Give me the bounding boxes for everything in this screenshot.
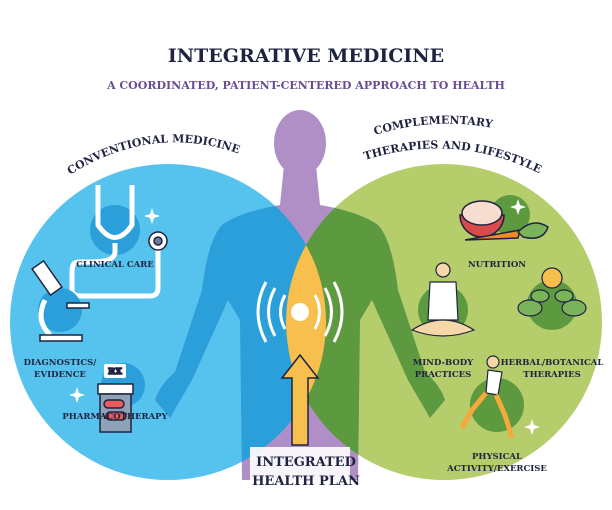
microscope-icon: [31, 259, 90, 342]
meditation-icon: [410, 262, 476, 337]
evidence-label: EVIDENCE: [34, 370, 86, 380]
herb-flower-icon: [517, 267, 587, 330]
physical-label: PHYSICAL: [472, 452, 522, 462]
activity-exercise-label: ACTIVITY/EXERCISE: [446, 464, 547, 474]
page-title: INTEGRATIVE MEDICINE: [168, 45, 444, 67]
integration-glow-icon: [256, 281, 344, 343]
runner-icon: [459, 355, 524, 439]
sparkle-icon: [69, 208, 160, 403]
diagnostics-label: DIAGNOSTICS/: [24, 358, 98, 368]
mind-body-label: MIND-BODY: [413, 358, 474, 368]
clinical-care-label: CLINICAL CARE: [76, 260, 154, 270]
pharmacotherapy-label: PHARMACOTHERAPY: [62, 412, 168, 422]
sparkle-icon: [510, 199, 540, 435]
integrated-plan-line2: HEALTH PLAN: [252, 474, 360, 489]
pill-bottle-icon: RX: [97, 363, 145, 433]
complementary-heading-line1: COMPLEMENTARY: [372, 114, 494, 138]
practices-label: PRACTICES: [415, 370, 472, 380]
rx-label: RX: [108, 367, 122, 377]
herbal-botanical-label: HERBAL/BOTANICAL: [501, 358, 604, 368]
stethoscope-icon: [69, 185, 168, 299]
nutrition-label: NUTRITION: [468, 260, 526, 270]
arrow-up-icon: [280, 353, 320, 446]
therapies-label: THERAPIES: [523, 370, 580, 380]
subtitle: A COORDINATED, PATIENT-CENTERED APPROACH…: [106, 79, 505, 92]
integrated-plan-line1: INTEGRATED: [256, 455, 356, 470]
